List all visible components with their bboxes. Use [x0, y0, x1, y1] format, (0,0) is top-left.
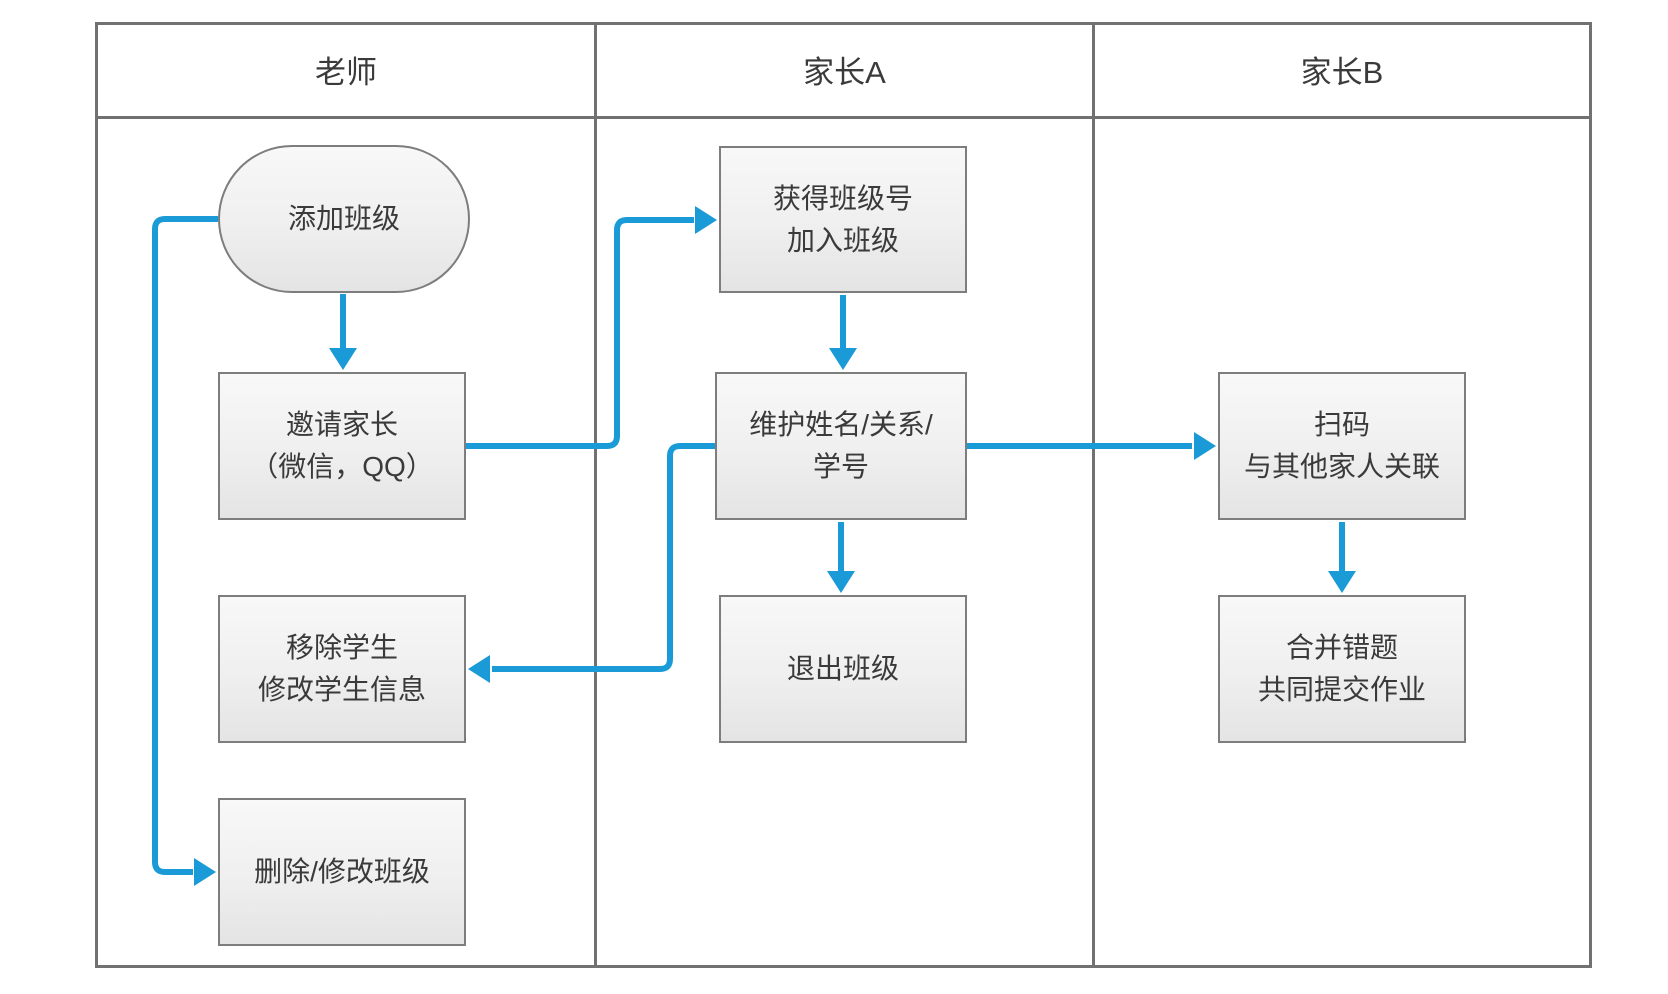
node-remove-students: 移除学生 修改学生信息 [218, 595, 466, 743]
node-scan-link: 扫码 与其他家人关联 [1218, 372, 1466, 520]
node-scan-link-label-line1: 扫码 [1313, 409, 1370, 440]
node-scan-link-label-line2: 与其他家人关联 [1243, 451, 1440, 482]
node-invite-parents: 邀请家长 （微信，QQ） [218, 372, 466, 520]
lane-title-teacher: 老师 [315, 54, 377, 90]
lane-divider-2 [1092, 22, 1095, 968]
node-delete-class: 删除/修改班级 [218, 798, 466, 946]
node-exit-class-label: 退出班级 [786, 653, 899, 684]
node-delete-class-label: 删除/修改班级 [254, 856, 430, 887]
node-merge-submit-label-line2: 共同提交作业 [1257, 674, 1426, 705]
node-join-class: 获得班级号 加入班级 [719, 146, 967, 293]
node-invite-parents-label-line1: 邀请家长 [285, 409, 398, 440]
lane-header-separator [95, 116, 1592, 119]
node-merge-submit-label-line1: 合并错题 [1285, 632, 1398, 663]
node-join-class-label-line2: 加入班级 [786, 224, 899, 256]
node-remove-students-label-line1: 移除学生 [285, 632, 398, 663]
lane-divider-1 [594, 22, 597, 968]
node-merge-submit: 合并错题 共同提交作业 [1218, 595, 1466, 743]
node-remove-students-label-line2: 修改学生信息 [257, 674, 426, 705]
lane-title-parent-a: 家长A [803, 54, 886, 90]
lane-title-parent-b: 家长B [1300, 54, 1384, 90]
node-exit-class: 退出班级 [719, 595, 967, 743]
node-invite-parents-label-line2: （微信，QQ） [250, 451, 434, 482]
swimlane-frame [95, 22, 1592, 968]
node-maintain-info-label-line2: 学号 [812, 451, 869, 482]
node-join-class-label-line1: 获得班级号 [772, 182, 913, 214]
node-add-class-label: 添加班级 [287, 203, 400, 234]
node-add-class: 添加班级 [218, 145, 470, 293]
node-maintain-info: 维护姓名/关系/ 学号 [715, 372, 967, 520]
node-maintain-info-label-line1: 维护姓名/关系/ [749, 409, 933, 440]
